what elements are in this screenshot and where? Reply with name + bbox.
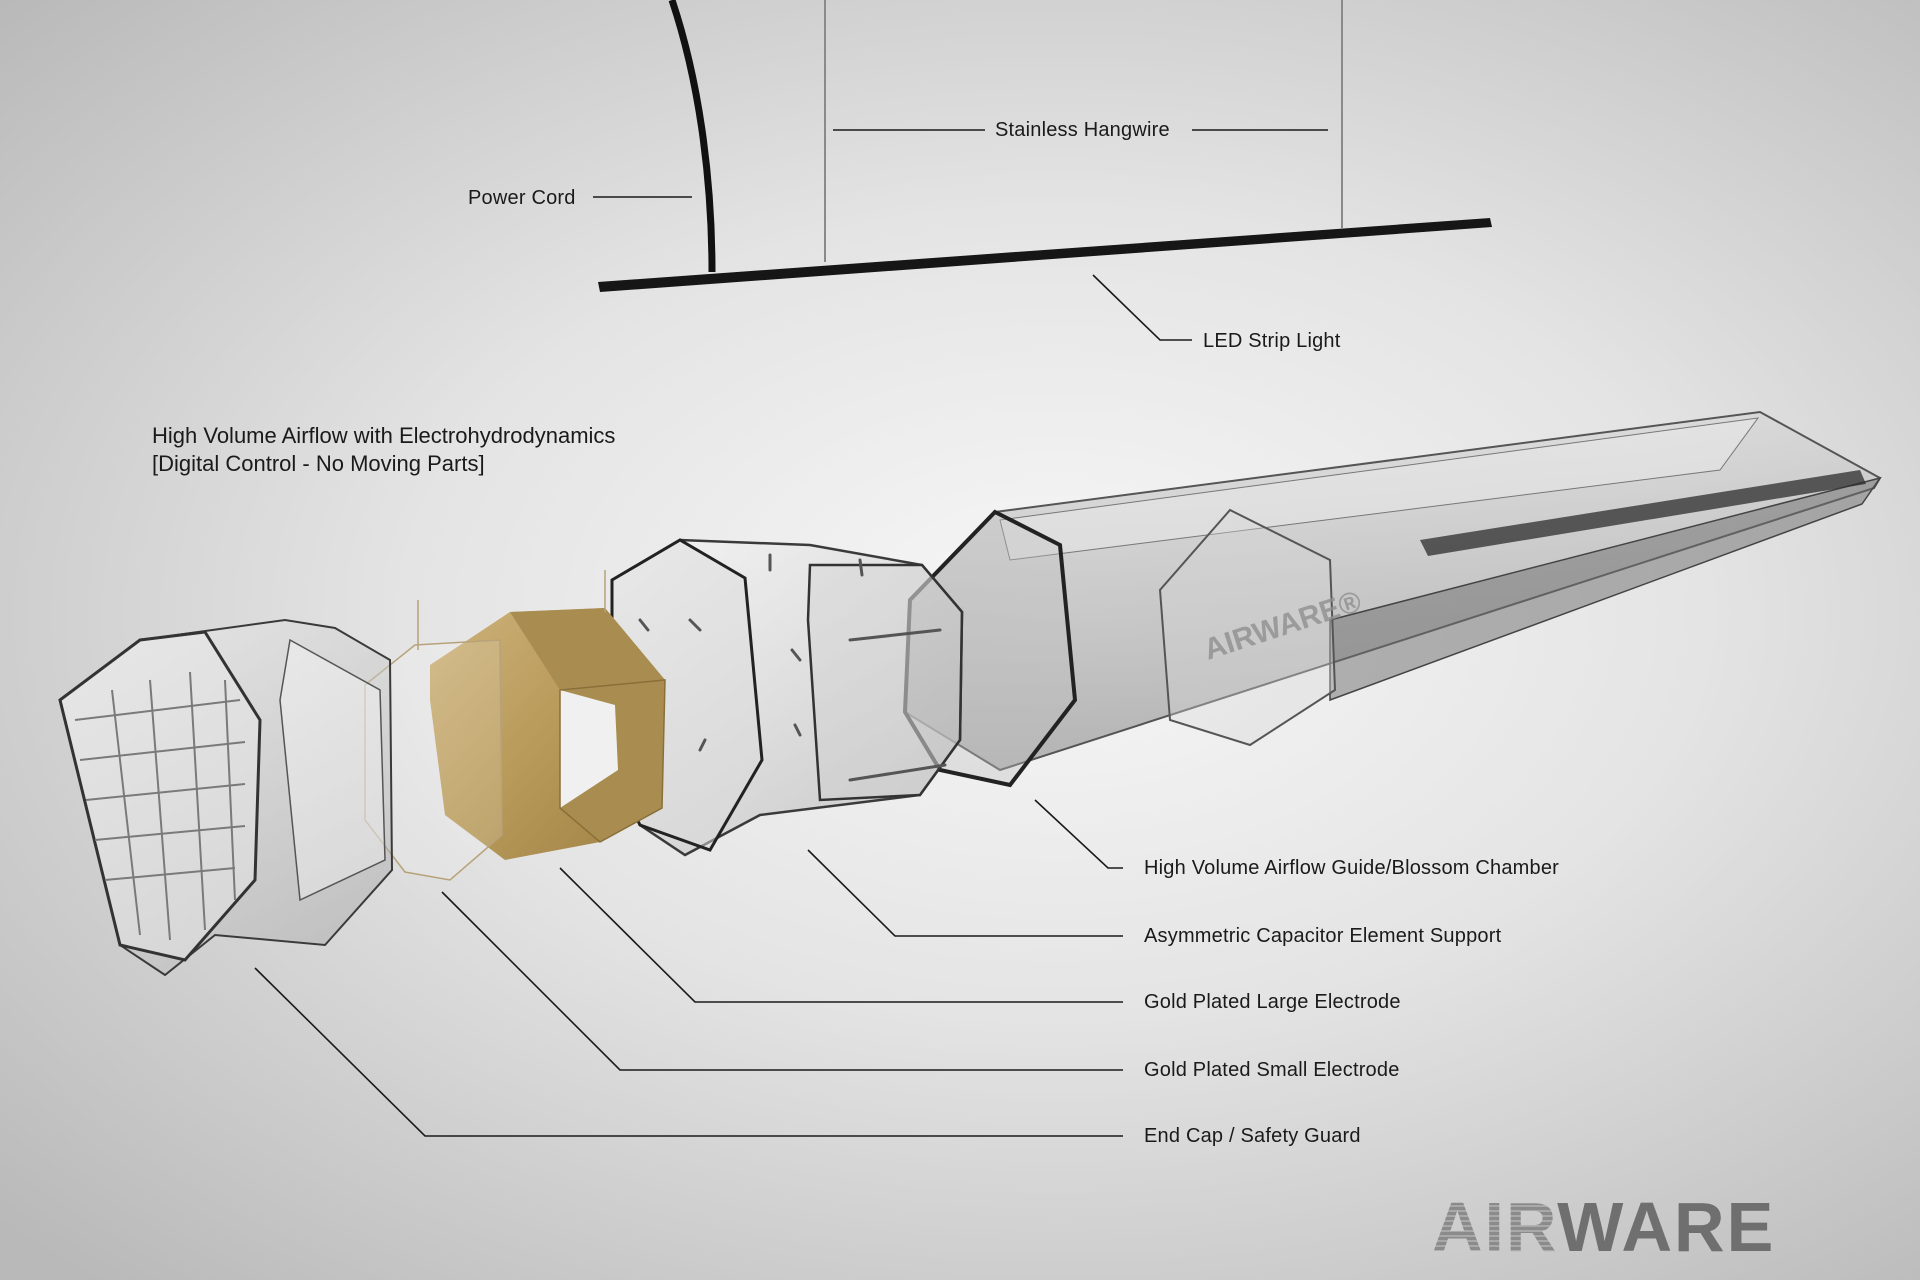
label-led-strip-light: LED Strip Light [1203, 330, 1341, 352]
label-small-electrode: Gold Plated Small Electrode [1144, 1059, 1400, 1081]
end-cap-guard [58, 618, 394, 977]
heading-line-2: [Digital Control - No Moving Parts] [152, 451, 485, 476]
label-capacitor-support: Asymmetric Capacitor Element Support [1144, 925, 1502, 947]
led-fixture [598, 0, 1492, 292]
power-cord [668, 0, 716, 273]
label-stainless-hangwire: Stainless Hangwire [995, 119, 1170, 141]
leader-lines [254, 129, 1328, 1137]
label-airflow-guide: High Volume Airflow Guide/Blossom Chambe… [1144, 857, 1560, 879]
label-end-cap: End Cap / Safety Guard [1144, 1125, 1361, 1147]
label-large-electrode: Gold Plated Large Electrode [1144, 991, 1401, 1013]
logo-ware: WARE [1557, 1188, 1776, 1266]
label-power-cord: Power Cord [468, 187, 576, 209]
airflow-guide-chamber: AIRWARE® [902, 410, 1882, 788]
airware-logo: AIRWARE [1432, 1192, 1775, 1262]
led-strip-light [598, 218, 1492, 292]
logo-air: AIR [1432, 1188, 1558, 1266]
heading-line-1: High Volume Airflow with Electrohydrodyn… [152, 423, 616, 448]
gold-large-electrode [430, 608, 666, 860]
